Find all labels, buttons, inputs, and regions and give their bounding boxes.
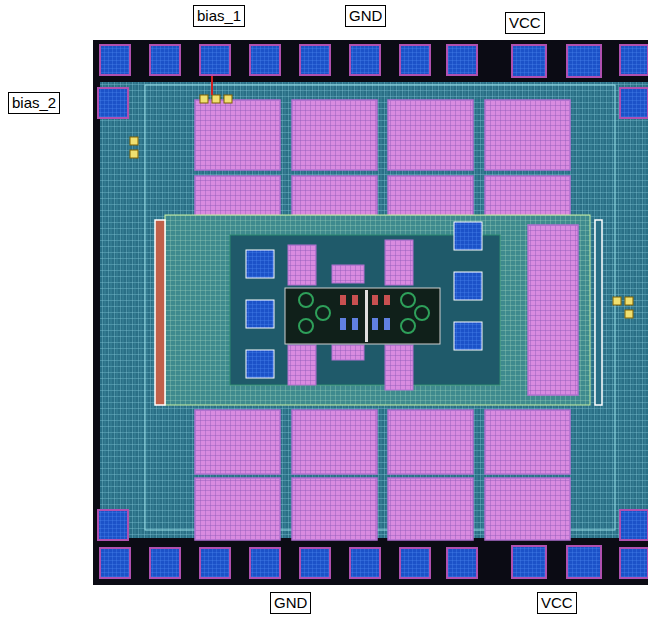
- pin-label: bias_1: [193, 5, 245, 27]
- pin-label: bias_2: [8, 92, 60, 114]
- pin-label: GND: [270, 592, 311, 614]
- pin-label: VCC: [505, 12, 545, 34]
- pin-label: GND: [345, 5, 386, 27]
- pin-label: VCC: [537, 592, 577, 614]
